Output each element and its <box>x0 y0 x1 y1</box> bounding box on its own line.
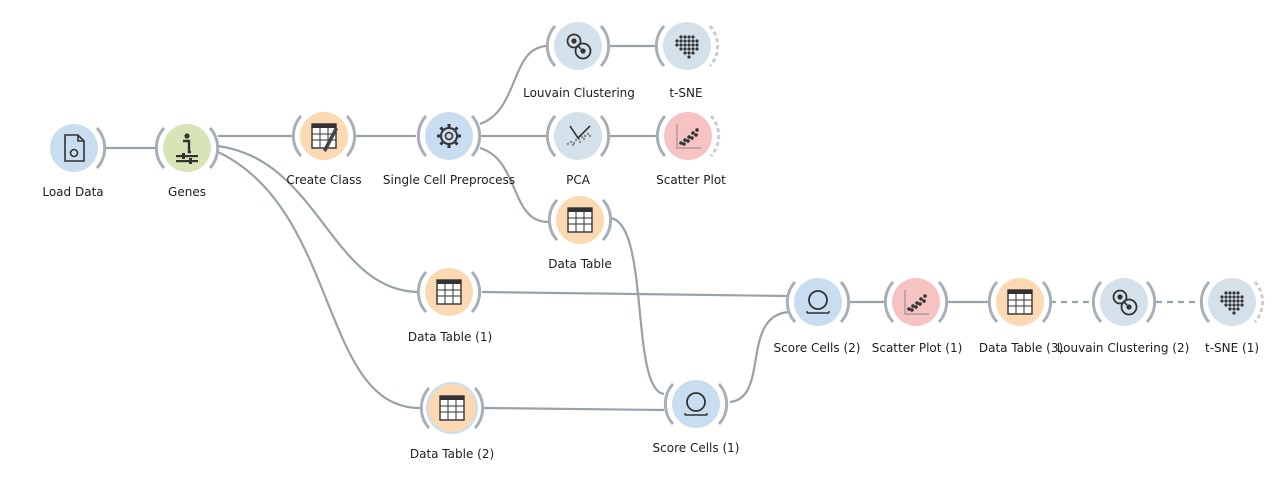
node-data-table-3[interactable] <box>987 270 1053 334</box>
node-disc <box>163 124 211 172</box>
node-ports[interactable] <box>1091 270 1157 334</box>
table-icon <box>439 395 465 421</box>
node-label: Score Cells (2) <box>773 341 861 355</box>
node-scatter-plot-1[interactable] <box>883 270 949 334</box>
node-louvain-clustering[interactable] <box>545 14 611 78</box>
link-genes-data-table-2[interactable] <box>217 151 421 410</box>
node-label: Single Cell Preprocess <box>382 173 516 187</box>
node-label: t-SNE <box>669 86 703 100</box>
pca-icon <box>566 125 592 147</box>
node-ports[interactable] <box>655 104 721 168</box>
node-single-cell-preprocess[interactable] <box>416 104 482 168</box>
node-score-cells-1[interactable] <box>663 372 729 436</box>
node-disc <box>554 112 602 160</box>
gear-icon <box>437 124 461 148</box>
node-ports[interactable] <box>663 372 729 436</box>
node-data-table-1[interactable] <box>416 260 482 324</box>
node-create-class[interactable] <box>291 104 357 168</box>
node-ports[interactable] <box>1199 270 1265 334</box>
node-ports[interactable] <box>291 104 357 168</box>
node-ports[interactable] <box>416 104 482 168</box>
node-label: Load Data <box>42 185 104 199</box>
node-disc <box>1208 278 1256 326</box>
node-label: t-SNE (1) <box>1204 341 1260 355</box>
node-label: Data Table (2) <box>409 447 495 461</box>
node-ports[interactable] <box>987 270 1053 334</box>
louvain-icon <box>566 33 592 60</box>
link-score-cells-1-score-cells-2[interactable] <box>729 310 791 404</box>
node-t-sne-1[interactable] <box>1199 270 1265 334</box>
dot-matrix-icon <box>1220 291 1244 315</box>
node-genes[interactable] <box>154 116 220 180</box>
dot-matrix-icon <box>675 35 699 59</box>
node-label: Create Class <box>286 173 362 187</box>
node-label: Louvain Clustering (2) <box>1056 341 1190 355</box>
table-icon <box>1007 289 1033 315</box>
node-ports[interactable] <box>545 104 611 168</box>
node-ports[interactable] <box>547 188 613 252</box>
node-disc <box>794 278 842 326</box>
table-icon <box>567 207 593 233</box>
score-icon <box>684 392 708 416</box>
link-preprocess-louvain[interactable] <box>479 44 549 126</box>
node-label: Score Cells (1) <box>652 441 740 455</box>
louvain-icon <box>1112 289 1138 316</box>
node-scatter-plot[interactable] <box>655 104 721 168</box>
node-label: Data Table <box>548 257 612 271</box>
link-data-table-2-score-cells-1[interactable] <box>483 406 665 412</box>
node-label: Scatter Plot <box>656 173 726 187</box>
node-ports[interactable] <box>545 14 611 78</box>
node-pca[interactable] <box>545 104 611 168</box>
node-louvain-clustering-2[interactable] <box>1091 270 1157 334</box>
node-ports[interactable] <box>654 14 720 78</box>
table-icon <box>436 279 462 305</box>
scatter-icon <box>676 124 701 149</box>
node-data-table[interactable] <box>547 188 613 252</box>
score-icon <box>806 290 830 314</box>
node-label: Scatter Plot (1) <box>871 341 963 355</box>
node-ports[interactable] <box>42 116 107 180</box>
node-data-table-2[interactable] <box>419 376 485 440</box>
node-load-data[interactable] <box>42 116 107 180</box>
node-disc <box>672 380 720 428</box>
node-t-sne[interactable] <box>654 14 720 78</box>
node-disc <box>50 124 98 172</box>
node-ports[interactable] <box>416 260 482 324</box>
table-pencil-icon <box>311 123 338 152</box>
node-label: Data Table (1) <box>407 330 493 344</box>
node-ports[interactable] <box>154 116 220 180</box>
link-data-table-1-score-cells-2[interactable] <box>481 290 789 298</box>
link-preprocess-data-table[interactable] <box>479 146 549 224</box>
link-data-table-score-cells-1[interactable] <box>609 216 665 396</box>
node-label: Louvain Clustering <box>523 86 635 100</box>
node-score-cells-2[interactable] <box>785 270 851 334</box>
node-ports[interactable] <box>419 376 485 440</box>
node-label: Data Table (3) <box>978 341 1064 355</box>
node-ports[interactable] <box>883 270 949 334</box>
node-label: Genes <box>168 185 206 199</box>
node-disc <box>663 22 711 70</box>
node-label: PCA <box>566 173 590 187</box>
link-genes-data-table-1[interactable] <box>217 144 419 294</box>
node-ports[interactable] <box>785 270 851 334</box>
info-icon <box>176 133 198 164</box>
scatter-icon <box>904 290 929 315</box>
file-icon <box>64 134 85 162</box>
node-disc <box>425 112 473 160</box>
